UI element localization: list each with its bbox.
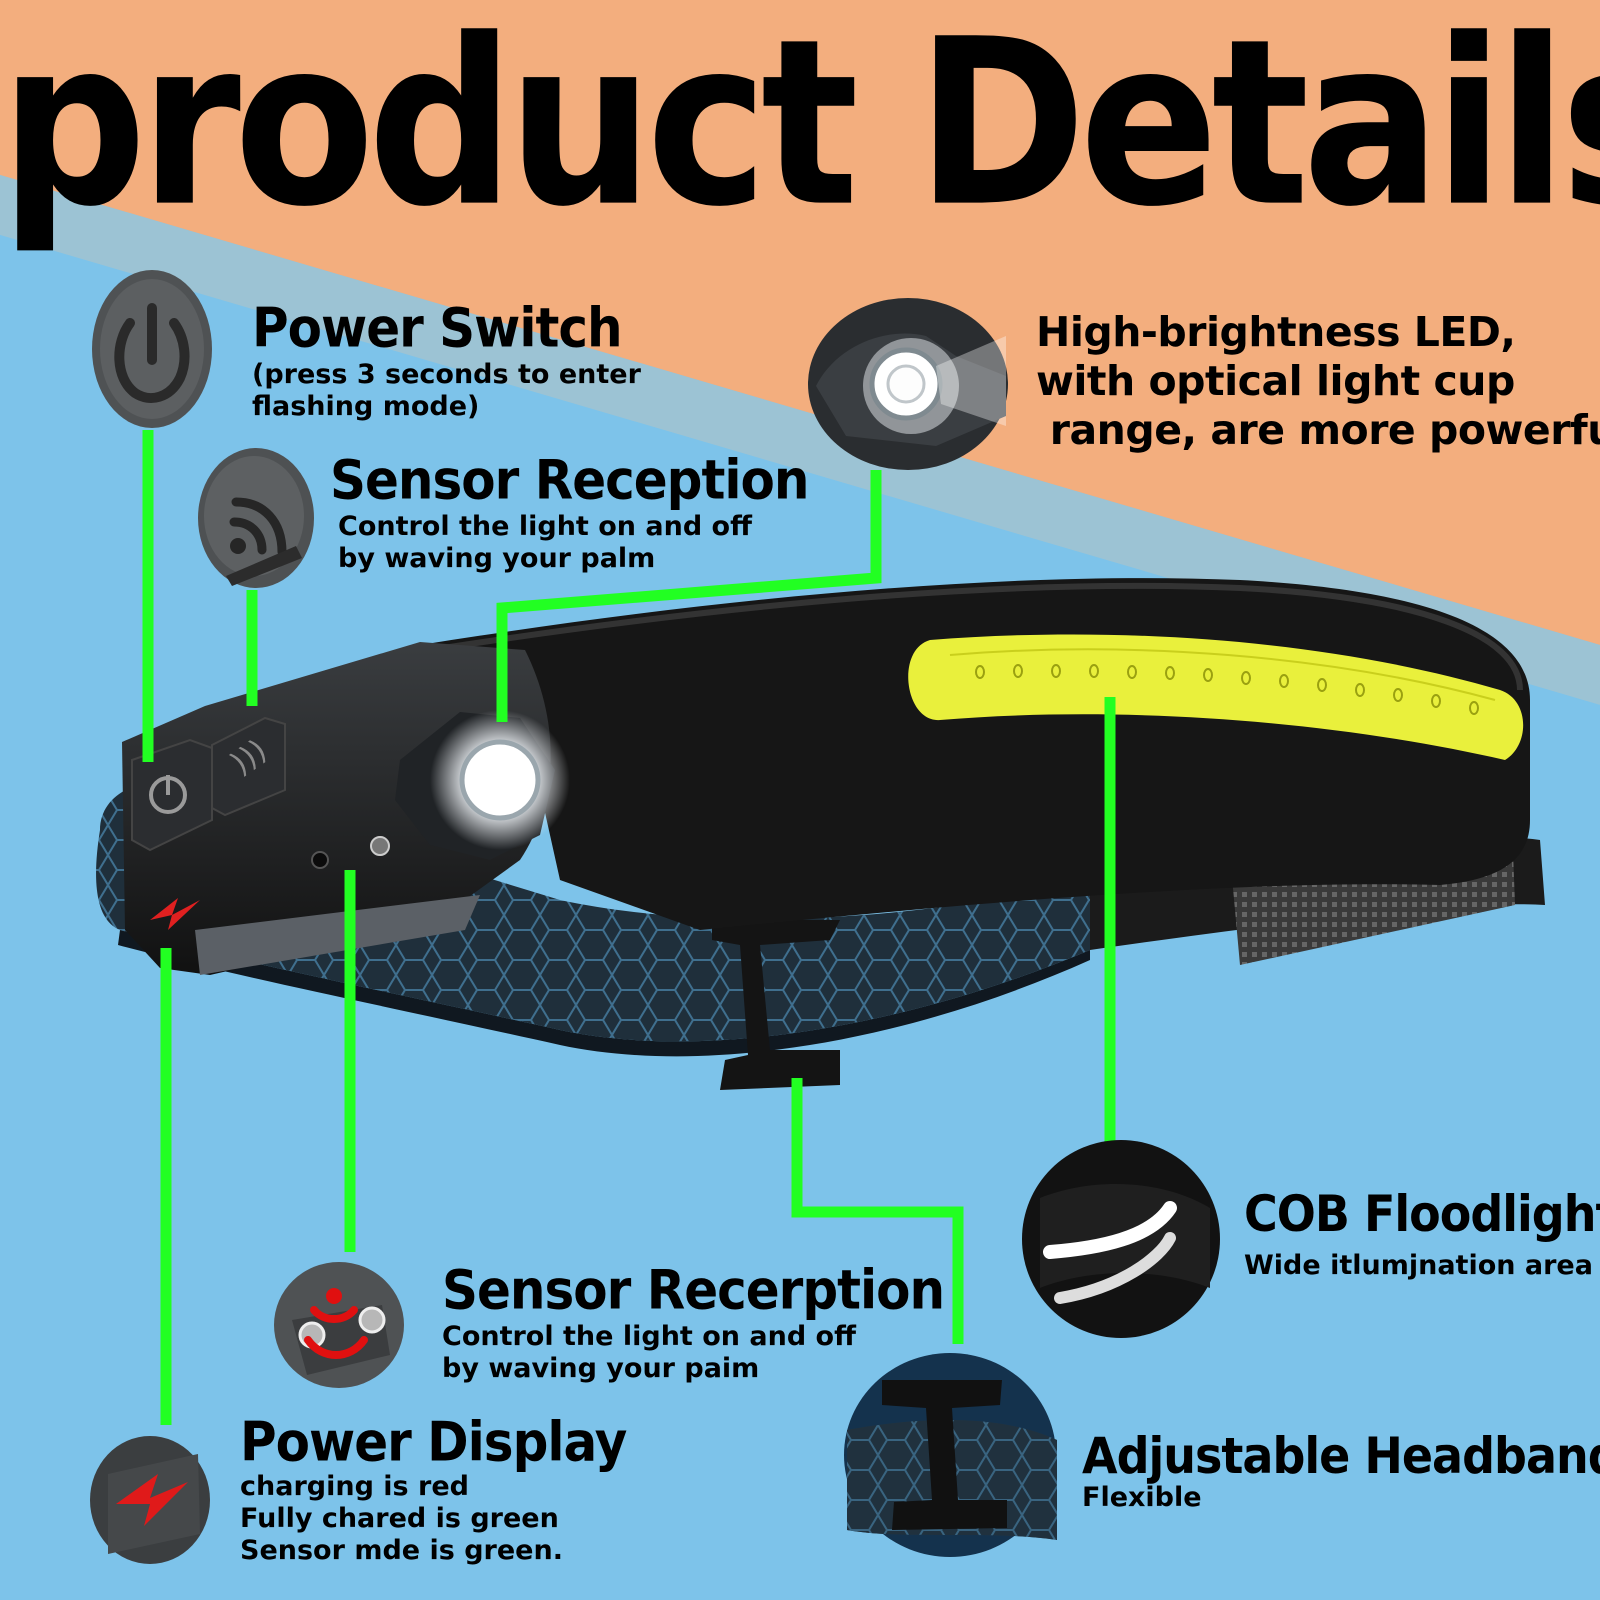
led-lamp-icon — [808, 298, 1008, 470]
power-display-heading: Power Display — [240, 1410, 627, 1474]
sensor-receiver-desc-2: by waving your paim — [442, 1353, 760, 1385]
power-icon — [92, 270, 212, 428]
sensor-reception-feature: Sensor Reception Control the light on an… — [330, 448, 809, 576]
headband-heading: Adjustable Headband — [1082, 1426, 1600, 1486]
sensor-receiver-feature: Sensor Recerption Control the light on a… — [442, 1258, 945, 1386]
cob-heading: COB Floodlight — [1244, 1184, 1600, 1244]
led-desc-1: High-brightness LED, — [1036, 308, 1516, 356]
power-switch-desc-1: (press 3 seconds to enter — [252, 358, 641, 390]
power-switch-feature: Power Switch (press 3 seconds to enter f… — [252, 300, 641, 424]
charge-bolt-icon — [90, 1436, 210, 1564]
infrared-sensor-icon — [274, 1262, 404, 1388]
power-switch-heading: Power Switch — [252, 296, 623, 360]
page-title: product Details — [0, 0, 1600, 258]
headband-desc-1: Flexible — [1082, 1482, 1202, 1514]
sensor-receiver-heading: Sensor Recerption — [442, 1258, 945, 1322]
sensor-reception-heading: Sensor Reception — [330, 448, 809, 512]
power-switch-desc-2: flashing mode) — [252, 391, 480, 423]
wave-sensor-icon — [198, 448, 314, 588]
cob-floodlight-icon — [1022, 1140, 1220, 1338]
led-desc-2: with optical light cup — [1036, 357, 1515, 406]
buckle-icon — [844, 1353, 1057, 1557]
power-display-desc-3: Sensor mde is green. — [240, 1535, 563, 1567]
sensor-reception-desc-2: by waving your palm — [338, 543, 656, 575]
cob-desc-1: Wide itlumjnation area — [1244, 1250, 1593, 1282]
sensor-reception-desc-1: Control the light on and off — [338, 510, 752, 542]
power-display-desc-2: Fully chared is green — [240, 1502, 559, 1534]
led-feature: High-brightness LED, with optical light … — [1036, 308, 1600, 456]
power-display-feature: Power Display charging is red Fully char… — [240, 1410, 627, 1568]
headband-feature: Adjustable Headband Flexible — [1082, 1430, 1600, 1515]
led-desc-3: range, are more powerful. — [1036, 406, 1600, 455]
power-display-desc-1: charging is red — [240, 1470, 469, 1502]
cob-feature: COB Floodlight Wide itlumjnation area — [1244, 1188, 1600, 1283]
sensor-receiver-desc-1: Control the light on and off — [442, 1320, 856, 1352]
